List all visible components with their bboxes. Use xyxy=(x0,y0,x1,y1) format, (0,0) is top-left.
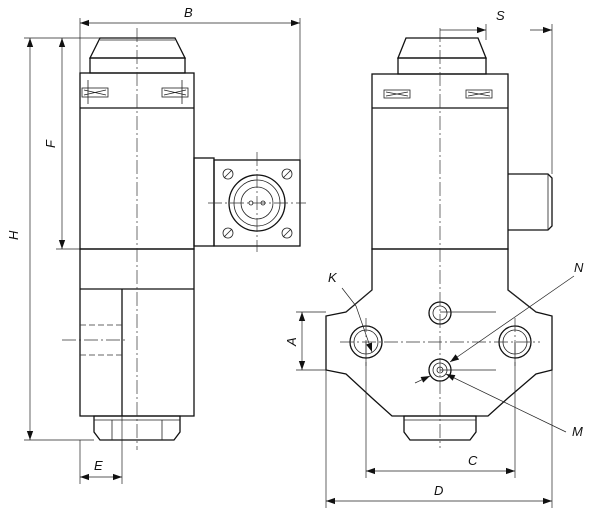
label-b: B xyxy=(184,5,193,20)
front-screw-right xyxy=(465,89,493,99)
label-k: K xyxy=(328,270,338,285)
front-screw-left xyxy=(383,89,411,99)
front-view-dimensions xyxy=(296,24,575,508)
label-m: M xyxy=(572,424,583,439)
label-c: C xyxy=(468,453,478,468)
side-cap-band xyxy=(89,57,186,74)
connector-screws xyxy=(222,168,293,239)
side-screw-left xyxy=(81,80,109,104)
front-lower-body xyxy=(325,248,553,417)
label-h: H xyxy=(6,230,21,240)
label-e: E xyxy=(94,458,103,473)
dimension-labels: B S H F E K N A M C D xyxy=(6,5,584,498)
side-view-dimensions xyxy=(24,18,301,484)
side-top-cap xyxy=(88,37,187,59)
label-a: A xyxy=(284,337,299,347)
label-f: F xyxy=(43,139,58,148)
label-d: D xyxy=(434,483,443,498)
side-screw-right xyxy=(161,80,189,104)
side-view xyxy=(62,28,306,450)
front-top-cap xyxy=(397,37,487,59)
front-view xyxy=(325,28,553,448)
label-s: S xyxy=(496,8,505,23)
front-side-plug xyxy=(508,173,553,231)
front-cap-band xyxy=(397,57,487,75)
side-boss xyxy=(193,157,215,247)
label-n: N xyxy=(574,260,584,275)
front-bottom-nut xyxy=(403,415,477,441)
side-bottom-nut xyxy=(93,415,181,441)
